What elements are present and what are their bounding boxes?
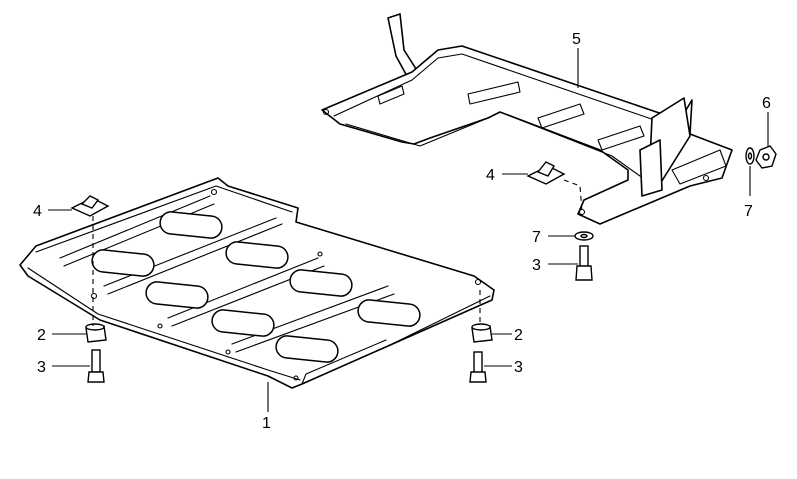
- callout-4-right: 4: [486, 167, 495, 184]
- callout-3-center: 3: [532, 257, 541, 274]
- rear-skid-plate: [321, 13, 733, 225]
- callout-3-right: 3: [514, 359, 523, 376]
- bolt-center-icon: [575, 245, 593, 281]
- bolt-left-icon: [87, 349, 105, 383]
- callout-7-right: 7: [744, 203, 753, 220]
- nut-front-right-icon: [471, 323, 493, 343]
- callout-2-right: 2: [514, 327, 523, 344]
- callout-6: 6: [762, 95, 771, 112]
- washer-right-icon: [745, 147, 755, 165]
- callout-7-center: 7: [532, 229, 541, 246]
- front-skid-plate: [19, 177, 495, 389]
- callout-5: 5: [572, 31, 581, 48]
- clip-right-icon: [526, 161, 566, 185]
- nut-left-icon: [85, 323, 107, 343]
- callout-1: 1: [262, 415, 271, 432]
- callout-2-left: 2: [37, 327, 46, 344]
- callout-3-left: 3: [37, 359, 46, 376]
- washer-center-icon: [574, 231, 594, 241]
- clip-left-icon: [70, 195, 110, 217]
- callout-4-left: 4: [33, 203, 42, 220]
- assembly-line-center: [563, 179, 583, 213]
- nut-right-icon: [755, 145, 777, 169]
- bolt-front-right-icon: [469, 351, 487, 383]
